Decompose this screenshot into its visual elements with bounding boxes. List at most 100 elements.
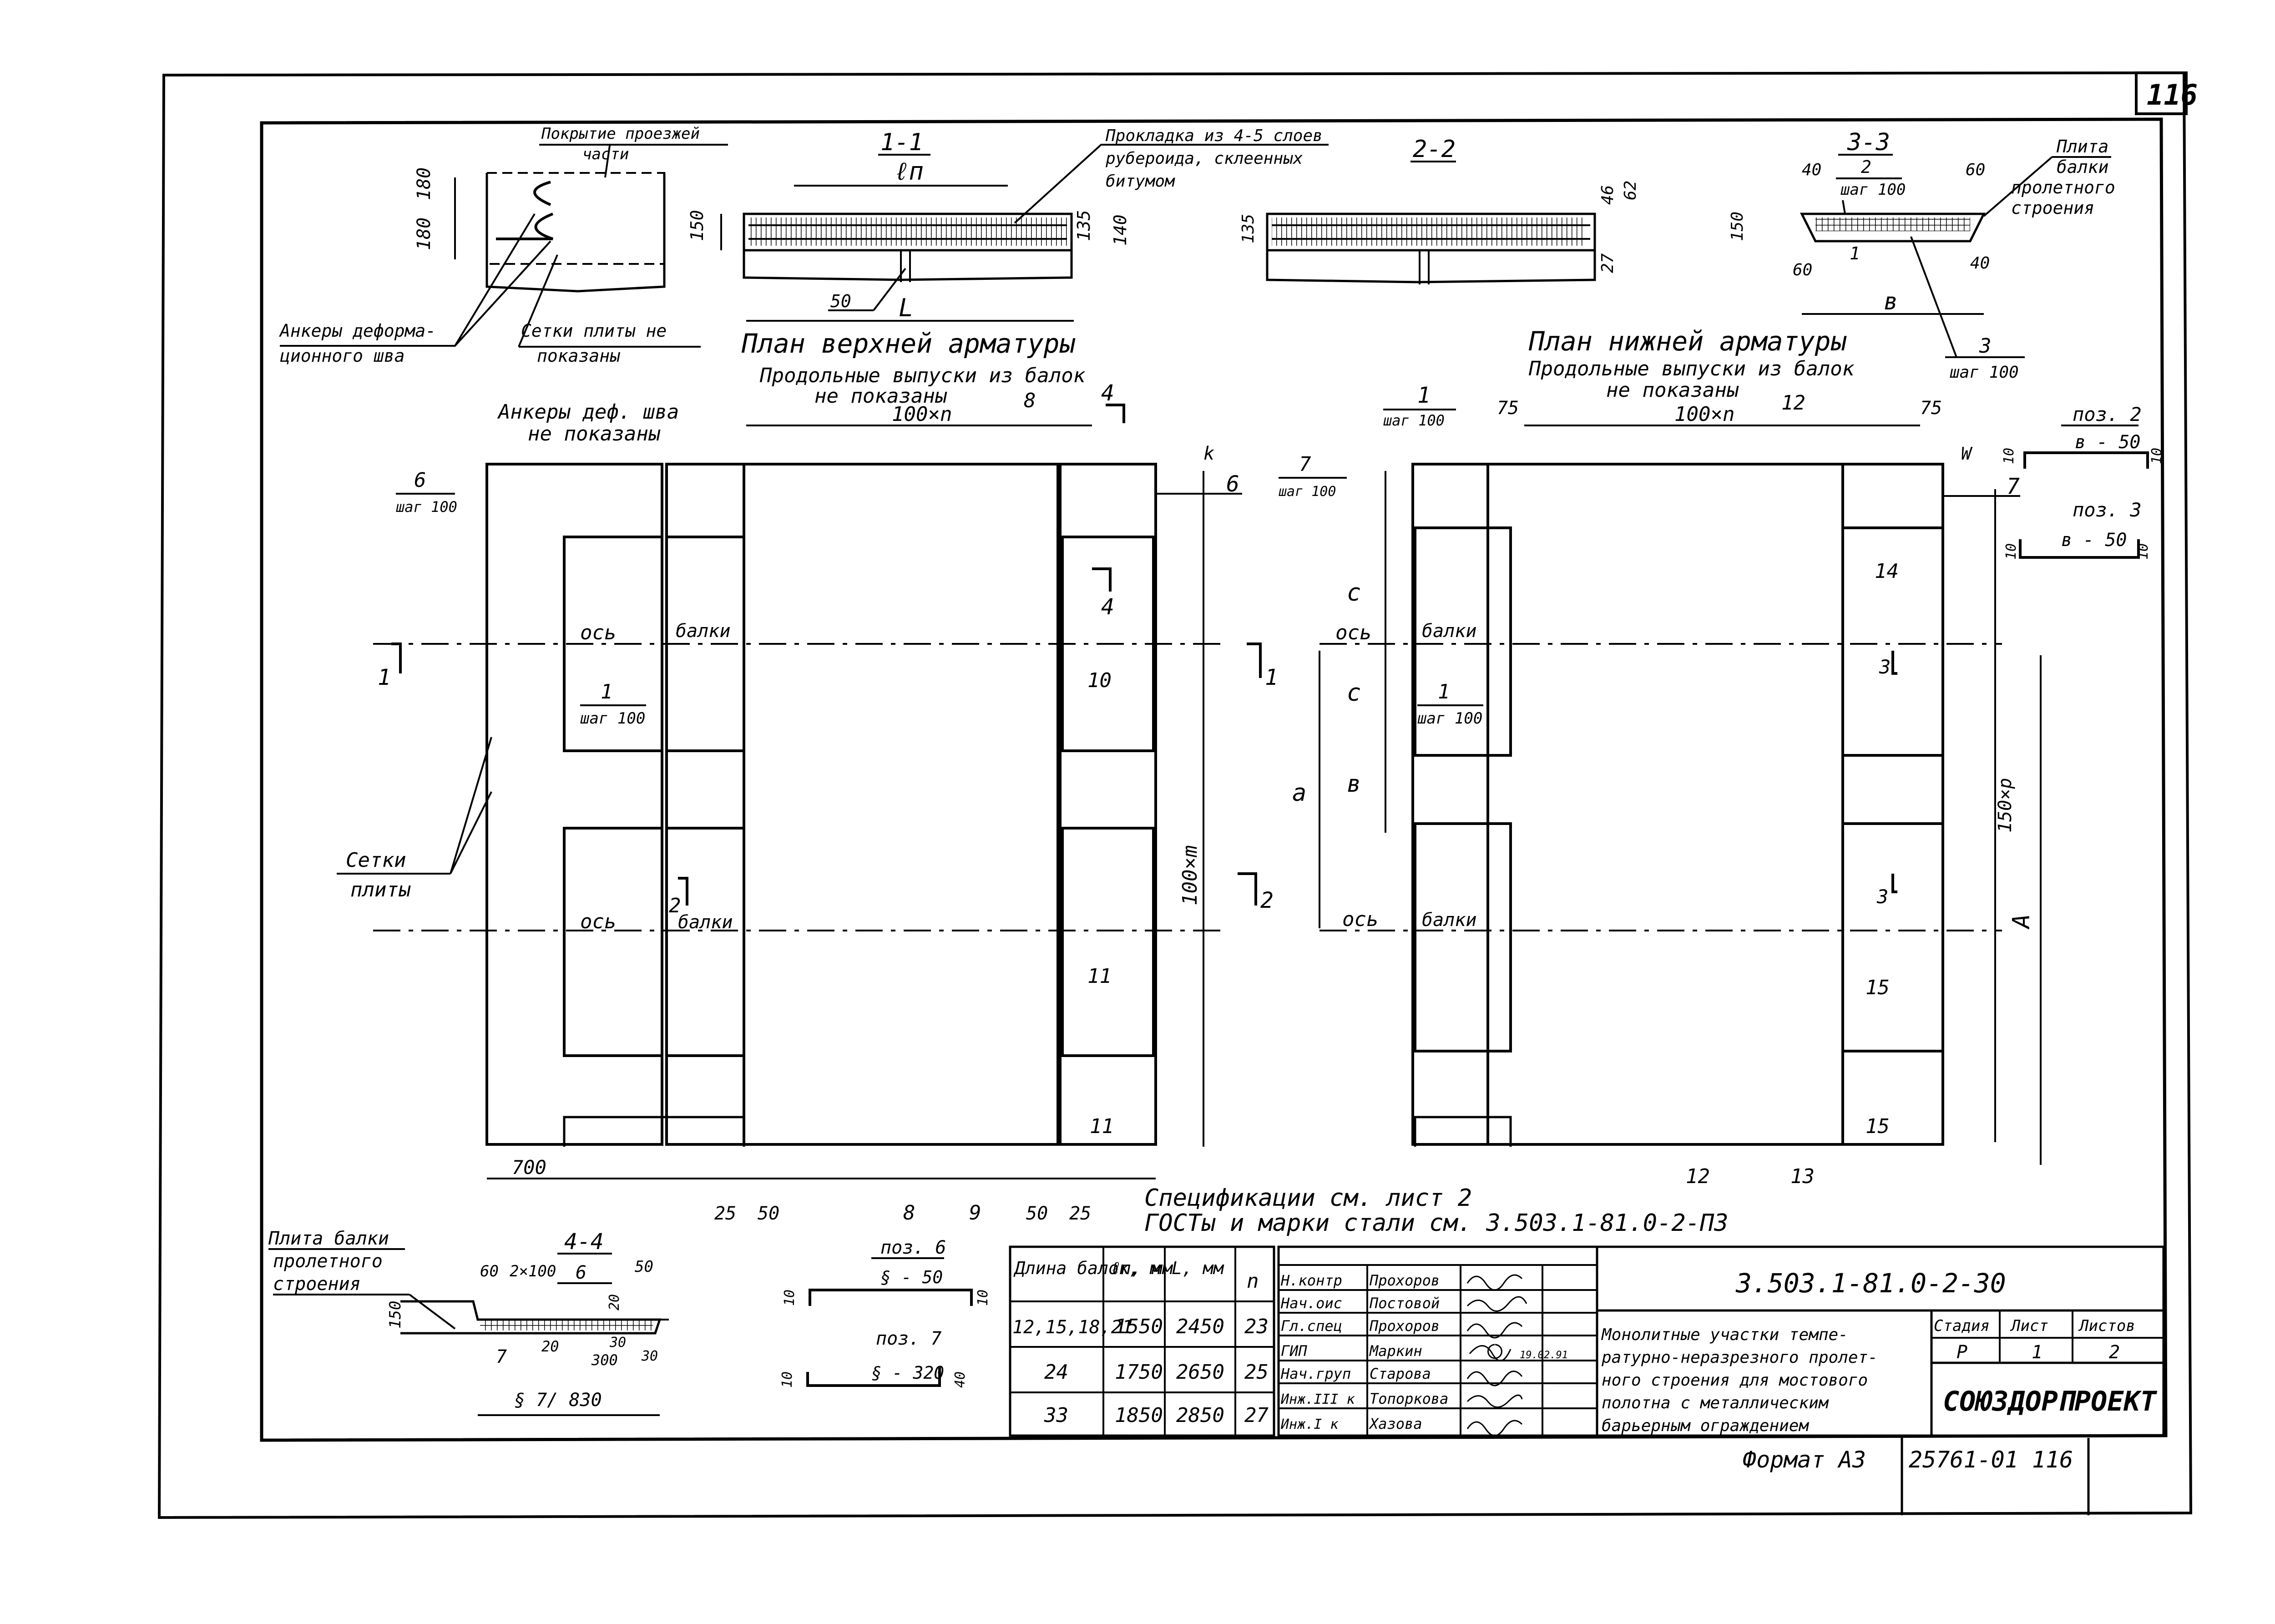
bt-r2c1: 1850 [1115,1404,1163,1427]
dim-180b: 180 [414,218,435,250]
pbot-pos1-step-top: шаг 100 [1383,412,1445,429]
pos3-end-a: 10 [2003,543,2019,560]
plan-top-width: 100×n [892,403,952,426]
pbot-dim-c1: с [1347,579,1361,607]
ptop-b50a: 50 [758,1203,779,1224]
pos3-dim: в - 50 [2061,530,2127,551]
s44-slab-1: Плита балки [268,1228,389,1249]
pos6-label: поз. 6 [880,1237,946,1258]
section-3-3: 3-3 2 шаг 100 40 60 150 60 40 1 в 3 шаг … [1728,129,2115,382]
sig-name-3: Маркин [1369,1342,1422,1360]
sheet-value: 1 [2032,1342,2042,1363]
s44-d30b: 30 [641,1348,658,1364]
cover-label-1: Покрытие проезжей [541,125,700,143]
pos6-end-b: 10 [975,1290,991,1306]
pbot-dim-150p: 150×р [1995,778,2016,833]
s44-d150: 150 [386,1301,404,1329]
pbot-pos7-step: шаг 100 [1279,484,1336,500]
ptop-mark-k: k [1203,443,1214,464]
sig-name-2: Прохоров [1369,1317,1440,1335]
sig-role-0: Н.контр [1280,1272,1342,1289]
joint-detail: 180 180 Покрытие проезжей части Анкеры д… [279,125,728,366]
bt-r1c2: 2650 [1176,1361,1224,1384]
pbot-beam-1: балки [1422,621,1476,642]
s11-dim-135: 135 [1074,210,1094,241]
s33-pos2: 2 [1861,157,1871,177]
sig-role-4: Нач.груп [1280,1365,1351,1382]
pbot-mark-7: 7 [2007,474,2020,499]
s33-pos3: 3 [1979,334,1992,358]
s44-mark7: 7 [496,1346,507,1367]
sig-role-6: Инж.I к [1280,1417,1339,1432]
pbot-pos1-step: шаг 100 [1417,709,1482,728]
s33-step3: шаг 100 [1950,363,2019,382]
sig-role-3: ГИП [1281,1342,1308,1360]
ptop-mark-11b: 11 [1090,1115,1114,1138]
sig-role-5: Инж.III к [1280,1391,1355,1407]
pos3-label: поз. 3 [2073,499,2142,521]
sheet-frame: 116 Формат А3 25761-01 116 [157,71,2198,1519]
section-1-1-L: L [899,293,914,322]
pos6-dim: § - 50 [880,1267,943,1287]
anchors-label-2: ционного шва [280,346,405,366]
bt-r1c0: 24 [1044,1361,1068,1384]
plan-top-anch-1: Анкеры деф. шва [497,400,679,424]
pbot-axis-1: ось [1335,621,1371,644]
ptop-b700: 700 [512,1156,546,1179]
s11-dim-140: 140 [1110,214,1130,246]
nets-label-2: показаны [537,346,620,366]
pbot-75a: 75 [1497,398,1519,419]
section-1-1: 1-1 ℓп L 50 150 135 140 Прокладка из 4-5… [687,126,1329,322]
ptop-pos6: 6 [414,469,426,492]
title-line-2: ратурно-неразрезного пролет- [1601,1348,1878,1367]
pad-label-1: Прокладка из 4-5 слоев [1105,126,1323,145]
sheet-format: Формат А3 [1743,1447,1866,1473]
bt-r1c3: 25 [1244,1361,1269,1384]
s33-slab-2: балки [2057,157,2108,177]
s22-dim-135: 135 [1239,214,1258,243]
ptop-nets-2: плиты [350,878,411,901]
ptop-height: 100×m [1178,845,1202,906]
pbot-mark-3a: 3 [1879,656,1891,678]
plan-bottom: План нижней арматуры Продольные выпуски … [1238,326,2042,1188]
sheet-number-box [2135,71,2188,115]
s44-d20b: 20 [541,1338,559,1355]
s22-dim-27: 27 [1598,253,1617,273]
pos7-end-b: 40 [952,1371,968,1388]
bt-r2c3: 27 [1244,1404,1269,1427]
plan-bot-title: План нижней арматуры [1528,326,1847,357]
ptop-pos1: 1 [601,680,613,703]
ptop-b25b: 25 [1069,1203,1091,1224]
pbot-mark-2: 2 [1260,888,1274,913]
ptop-mark-6: 6 [1226,471,1239,497]
ptop-b25a: 25 [714,1203,736,1224]
pbot-dim-c2: с [1347,679,1361,707]
s44-d2x100: 2×100 [510,1262,556,1280]
sig-date: 19.02.91 [1520,1350,1568,1361]
pbot-b12: 12 [1686,1165,1710,1188]
pbot-mark-15b: 15 [1866,1115,1890,1138]
s33-one: 1 [1850,243,1860,263]
sheets-value: 2 [2109,1342,2120,1363]
bt-r2c2: 2850 [1176,1404,1224,1427]
pos-details-bottom: поз. 6 § - 50 10 10 поз. 7 § - 320 10 40 [779,1237,991,1388]
s33-dim-150: 150 [1728,212,1747,241]
notes: Спецификации см. лист 2 ГОСТы и марки ст… [1144,1184,1729,1237]
inventory-number: 25761-01 116 [1909,1447,2073,1473]
pbot-b13: 13 [1790,1165,1815,1188]
sig-name-1: Постовой [1369,1295,1440,1312]
title-line-1: Монолитные участки темпе- [1601,1326,1848,1344]
bt-h0: Длина балок, м [1013,1258,1161,1278]
s22-dim-62: 62 [1621,181,1640,200]
s33-b: в [1884,288,1898,315]
pos7-dim: § - 320 [871,1363,944,1383]
plan-bot-sub-1: Продольные выпуски из балок [1528,357,1855,380]
pos7-label: поз. 7 [876,1328,942,1349]
pbot-dim-b: в [1347,770,1361,798]
bt-h1: ℓп, мм [1110,1258,1173,1278]
s33-dim-40b: 40 [1970,254,1990,273]
pos6-end-a: 10 [782,1290,798,1306]
ptop-axis-1: ось [580,621,616,644]
sig-role-2: Гл.спец [1281,1317,1342,1335]
